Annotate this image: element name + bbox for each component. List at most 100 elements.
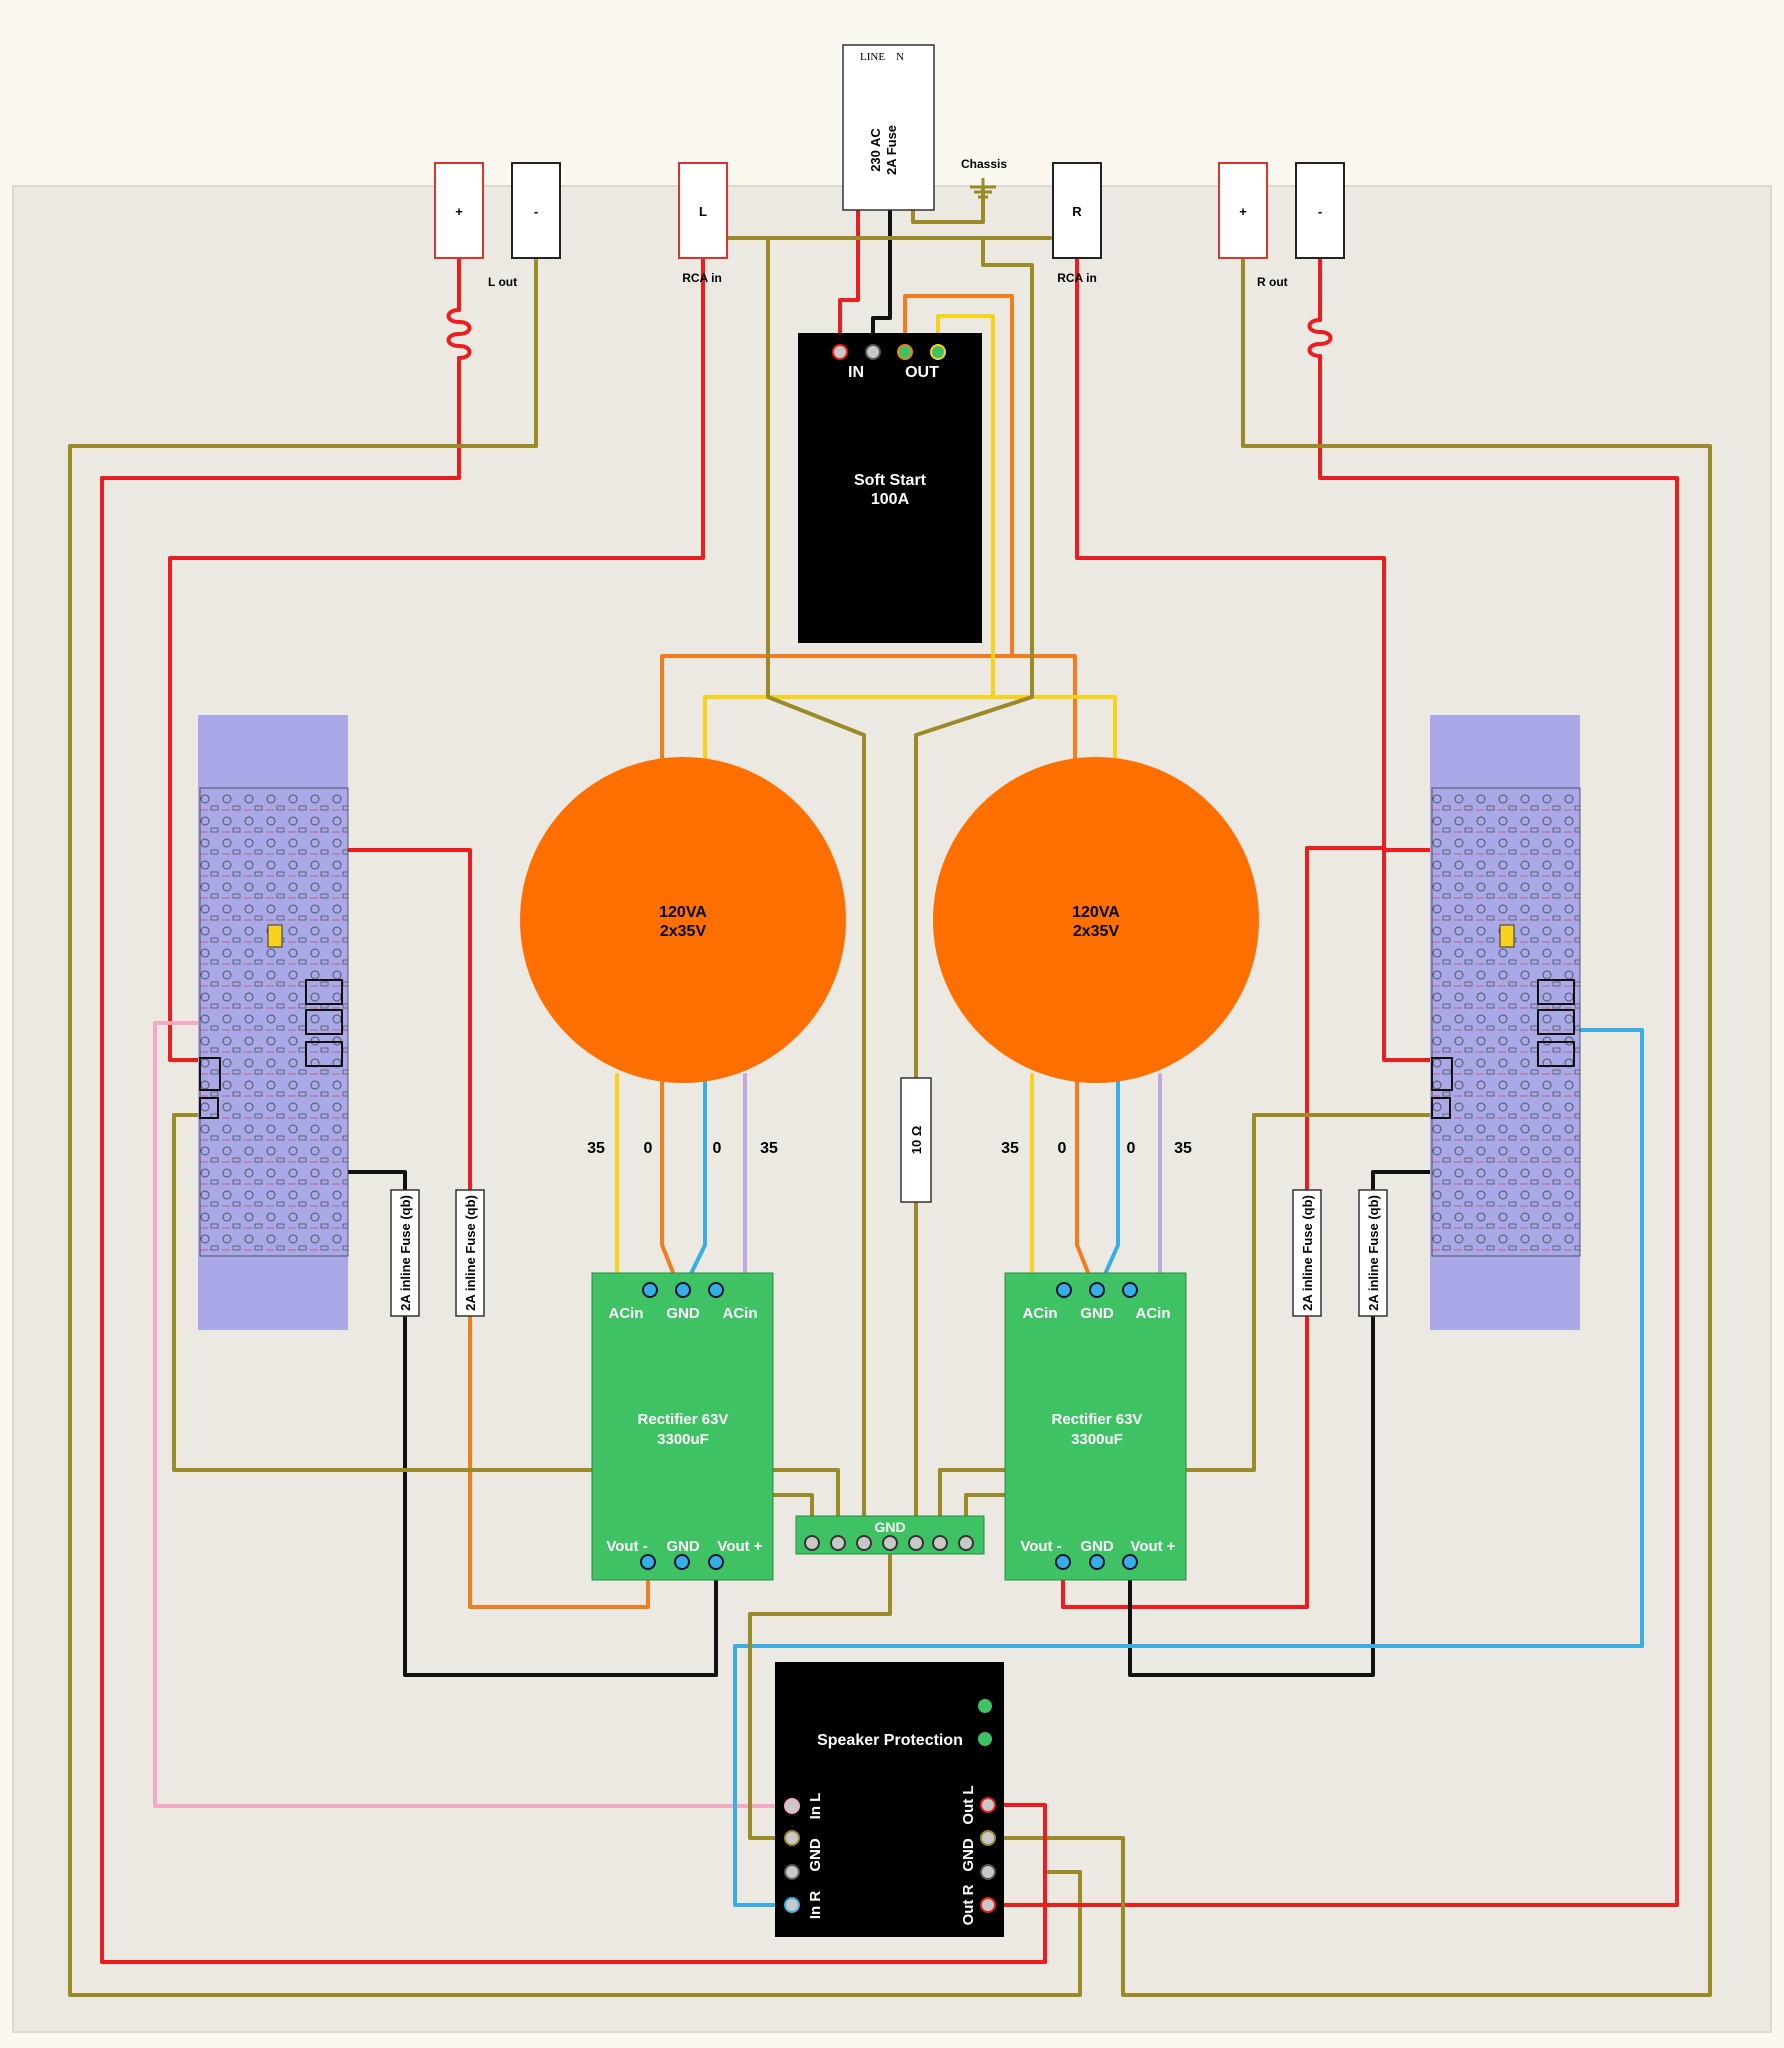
wire-earth-chassis [911,185,985,224]
rectifier-acin-label: ACin [1136,1305,1171,1322]
wire-primary-yellow [703,314,995,762]
soft-start-out-terminal-2 [930,344,946,360]
tap-label: 0 [1058,1140,1067,1157]
rectifier-vout-minus-label: Vout - [606,1538,647,1555]
gnd-bus-label: GND [874,1519,905,1535]
r-out-label: R out [1257,275,1288,289]
transformer-left: 120VA 2x35V [520,757,846,1083]
wire-r-fuse-black [1371,1170,1442,1197]
tap-label: 35 [760,1140,778,1157]
wire-rca-l-signal [168,256,705,1062]
wire-r-amp-gnd [938,1113,1442,1542]
transformer-right: 120VA 2x35V [933,757,1259,1083]
wire-r-vout-plus [1128,1298,1375,1677]
terminal-label: L [699,204,707,219]
inline-fuse-3: 2A inline Fuse (qb) [1292,1189,1322,1317]
transformer-voltage: 2x35V [1073,923,1120,940]
rca-l-label: RCA in [682,271,722,285]
status-led-1 [978,1699,992,1713]
amplifier-board-left [198,715,349,1330]
terminal-label: - [534,204,538,219]
soft-start-in-label: IN [848,364,864,381]
tap-label: 35 [587,1140,605,1157]
wire-primary-orange [660,294,1014,762]
inline-fuse-2: 2A inline Fuse (qb) [455,1189,485,1317]
wire-mains-line [838,208,860,354]
wire-rca-r-signal [1075,256,1442,1062]
rectifier-acin-label: ACin [609,1305,644,1322]
status-led-2 [978,1732,992,1746]
soft-start-in-terminal-2 [865,344,881,360]
transformer-rating: 120VA [1072,904,1120,921]
gnd-right-label: GND [960,1838,977,1872]
fuse-label: 2A inline Fuse (qb) [1300,1195,1315,1311]
wire-rca-gnd-drop-l [766,236,866,1542]
amplifier-board-right [1430,715,1581,1330]
wire-l-out-minus [68,256,1082,1997]
soft-start-title: Soft Start [854,472,927,489]
resistor-label: 10 Ω [909,1126,924,1155]
ground-bus-bar: GND [795,1515,985,1555]
rectifier-capacitance: 3300uF [657,1431,709,1448]
transformer-tap-labels: 35 0 0 35 35 0 0 35 [587,1140,1192,1157]
terminal-l-out-plus: + [434,162,484,259]
power-entry-module: LINE N 230 AC 2A Fuse [842,44,935,211]
wire-r-out-plus-run [986,354,1679,1907]
out-r-label: Out R [960,1884,977,1925]
wire-l-out-coil [446,308,472,360]
rectifier-left: ACin GND ACin Rectifier 63V 3300uF Vout … [591,1272,774,1581]
rectifier-right: ACin GND ACin Rectifier 63V 3300uF Vout … [1004,1272,1187,1581]
fuse-label: 2A inline Fuse (qb) [398,1195,413,1311]
soft-start-rating: 100A [871,491,910,508]
chassis-earth-icon [970,178,996,199]
speaker-protection-title: Speaker Protection [817,1732,963,1749]
fuse-label: 2A inline Fuse (qb) [1366,1195,1381,1311]
in-l-label: In L [807,1793,824,1820]
wire-l-fuse-black [335,1170,407,1197]
terminal-label: - [1318,204,1322,219]
wire-r-vout-minus [1061,1298,1309,1609]
rca-input-l: L [678,162,728,259]
terminal-r-out-plus: + [1218,162,1268,259]
terminal-label: R [1072,204,1082,219]
rectifier-acin-label: ACin [723,1305,758,1322]
rectifier-gnd-label: GND [666,1305,700,1322]
gnd-left-label: GND [807,1838,824,1872]
soft-start-out-terminal-1 [897,344,913,360]
power-entry-header: LINE N [860,51,904,63]
rca-r-label: RCA in [1057,271,1097,285]
rectifier-capacitance: 3300uF [1071,1431,1123,1448]
inline-fuse-1: 2A inline Fuse (qb) [390,1189,420,1317]
terminal-label: + [1239,204,1247,219]
rectifier-title: Rectifier 63V [638,1411,729,1428]
tap-label: 0 [713,1140,722,1157]
rectifier-vout-plus-label: Vout + [717,1538,762,1555]
rectifier-gnd-label: GND [666,1538,700,1555]
soft-start-in-terminal-1 [832,344,848,360]
power-entry-rating: 230 AC [868,128,883,172]
transformer-voltage: 2x35V [660,923,707,940]
rectifier-gnd-label: GND [1080,1538,1114,1555]
chassis-label: Chassis [961,157,1007,171]
tap-label: 0 [644,1140,653,1157]
wire-chassis-to-bus [914,238,1034,1542]
wire-l-amp-gnd [172,1113,840,1542]
wire-l-vout-plus [403,1298,718,1677]
wire-r-out-coil [1307,318,1333,358]
fuse-label: 2A inline Fuse (qb) [463,1195,478,1311]
tap-label: 35 [1174,1140,1192,1157]
wire-protect-gnd [748,1538,892,1840]
in-r-label: In R [807,1891,824,1919]
inline-fuse-4: 2A inline Fuse (qb) [1358,1189,1388,1317]
wire-pink-in-l [153,1021,794,1808]
wire-l-fuse-red [335,848,472,1197]
soft-start-out-label: OUT [905,364,939,381]
soft-start-module: IN OUT Soft Start 100A [798,333,982,643]
wire-l-vout-minus [468,1298,650,1609]
wire-out-l-loop [986,1803,1047,1964]
rectifier-gnd-label: GND [1080,1305,1114,1322]
speaker-protection-module: Speaker Protection In L GND In R Out L G… [775,1662,1004,1937]
terminal-label: + [455,204,463,219]
rectifier-acin-label: ACin [1023,1305,1058,1322]
